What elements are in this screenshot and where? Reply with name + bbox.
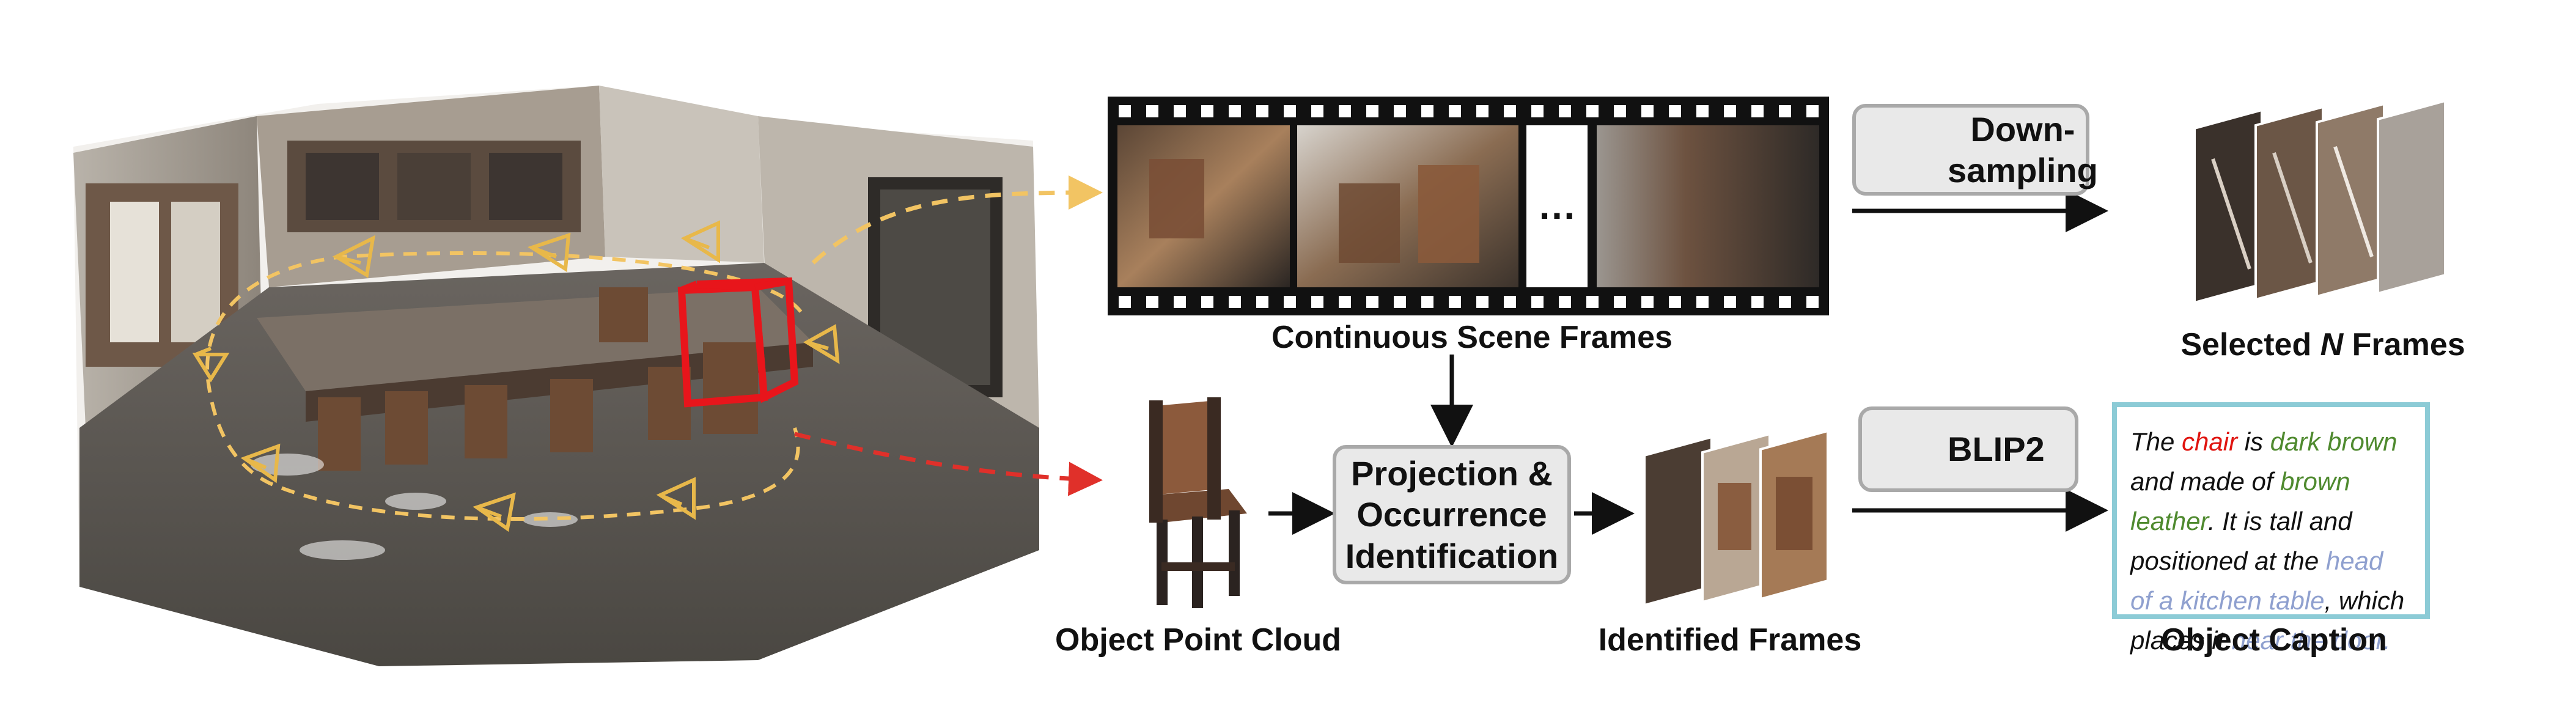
object-extraction-arrow	[794, 432, 1103, 496]
object-point-cloud	[1149, 397, 1247, 608]
caption-text-7: . It is tall and positioned at the	[2130, 507, 2352, 576]
caption-text-5: and made of	[2130, 467, 2281, 496]
caption-object: chair	[2182, 427, 2238, 456]
identified-frames-stack	[1643, 429, 1829, 607]
caption-text-9: , which places it	[2130, 586, 2405, 655]
blip2-box: BLIP2	[1858, 406, 2078, 492]
caption-text-3: is	[2237, 427, 2270, 456]
film-frame-gap	[1526, 125, 1588, 287]
ellipsis-label: …	[1537, 183, 1577, 227]
object-bounding-box	[677, 277, 799, 408]
caption-color-attribute: dark brown	[2270, 427, 2398, 456]
film-frame-2	[1297, 125, 1518, 287]
caption-location-2: near the door.	[2231, 626, 2391, 655]
caption-location-1: head of a kitchen table	[2130, 546, 2383, 616]
selected-frames-label: Selected N Frames	[2164, 327, 2482, 364]
projection-label-line2: Occurrence	[1356, 495, 1547, 534]
caption-text-1: The	[2130, 427, 2182, 456]
identified-frames-label: Identified Frames	[1598, 622, 1862, 658]
scene-to-frames-arrow	[811, 175, 1103, 265]
downsampling-box: Down- sampling	[1852, 104, 2098, 196]
camera-frustum-icon	[192, 220, 840, 532]
blip2-label: BLIP2	[1948, 430, 2045, 469]
scene-point-cloud	[73, 86, 1039, 666]
selected-frames-stack	[2193, 99, 2446, 304]
selected-frames-suffix: Frames	[2343, 327, 2465, 362]
downsampling-label-line1: Down-	[1970, 109, 2075, 149]
downsampling-label-line2: sampling	[1948, 151, 2098, 189]
film-frame-3	[1597, 125, 1819, 287]
object-caption-box: The chair is dark brown and made of brow…	[2112, 402, 2430, 655]
projection-label-line1: Projection &	[1351, 454, 1553, 493]
film-strip	[1108, 97, 1829, 315]
object-point-cloud-label: Object Point Cloud	[1055, 622, 1341, 658]
continuous-frames-label: Continuous Scene Frames	[1271, 320, 1673, 355]
caption-material-attribute: brown leather	[2130, 467, 2350, 536]
projection-box: Projection & Occurrence Identification	[1333, 445, 1571, 584]
camera-trajectory	[205, 251, 803, 521]
projection-label-line3: Identification	[1345, 536, 1559, 575]
object-caption-label: Object Caption	[2161, 622, 2387, 658]
selected-frames-prefix: Selected	[2180, 327, 2320, 362]
selected-frames-n: N	[2320, 327, 2344, 362]
